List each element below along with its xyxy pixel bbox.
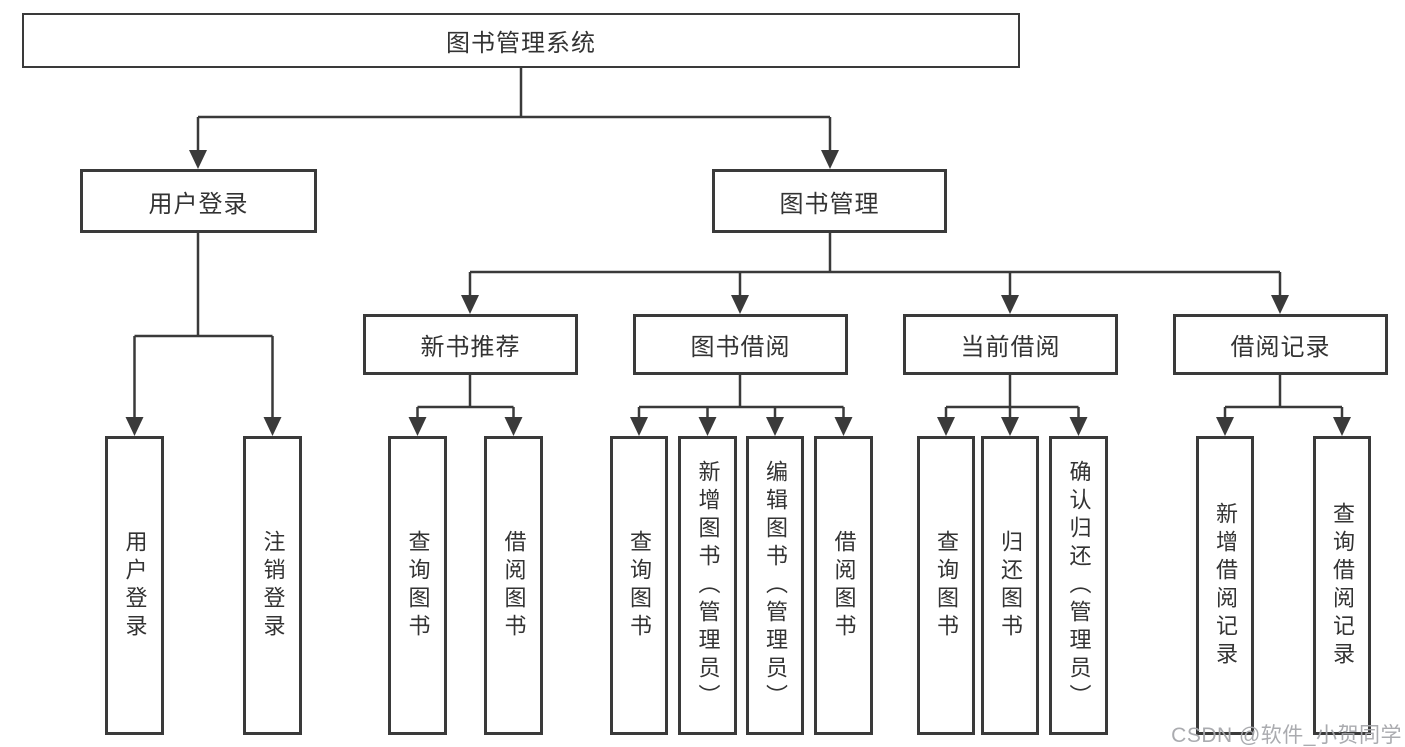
node-root-label: 图书管理系统	[446, 30, 596, 57]
leaf-logout: 注销登录	[243, 436, 302, 735]
leaf-add-book-admin: 新增图书（管理员）	[678, 436, 737, 735]
node-user-login-label: 用户登录	[148, 190, 249, 218]
leaf-edit-book-admin-label: 编辑图书（管理员）	[763, 459, 788, 712]
leaf-query-books-borrowing-label: 查询图书	[627, 529, 652, 642]
node-root: 图书管理系统	[22, 13, 1020, 68]
leaf-query-books-recommend-label: 查询图书	[405, 529, 431, 642]
leaf-logout-label: 注销登录	[260, 529, 286, 642]
leaf-borrow-books-recommend-label: 借阅图书	[501, 529, 527, 642]
leaf-user-login: 用户登录	[105, 436, 164, 735]
leaf-add-book-admin-label: 新增图书（管理员）	[695, 459, 721, 712]
leaf-confirm-return-admin-label: 确认归还（管理员）	[1066, 459, 1092, 712]
leaf-borrow-books-recommend: 借阅图书	[484, 436, 543, 735]
leaf-query-books-borrowing: 查询图书	[610, 436, 668, 735]
node-user-login: 用户登录	[80, 169, 317, 233]
node-new-book-recommend-label: 新书推荐	[420, 334, 521, 361]
leaf-return-book: 归还图书	[981, 436, 1039, 735]
leaf-user-login-label: 用户登录	[122, 529, 148, 642]
node-current-borrowing: 当前借阅	[903, 314, 1118, 375]
leaf-return-book-label: 归还图书	[998, 529, 1023, 642]
node-borrowing-records-label: 借阅记录	[1230, 334, 1331, 361]
leaf-confirm-return-admin: 确认归还（管理员）	[1049, 436, 1108, 735]
node-book-management-label: 图书管理	[779, 190, 880, 218]
node-current-borrowing-label: 当前借阅	[960, 334, 1061, 361]
node-book-borrowing: 图书借阅	[633, 314, 848, 375]
node-book-management: 图书管理	[712, 169, 947, 233]
leaf-add-borrow-record-label: 新增借阅记录	[1213, 501, 1238, 670]
watermark: CSDN @软件_小贺同学	[1171, 724, 1402, 747]
leaf-query-books-current-label: 查询图书	[934, 529, 959, 642]
node-borrowing-records: 借阅记录	[1173, 314, 1388, 375]
node-book-borrowing-label: 图书借阅	[690, 334, 791, 361]
leaf-query-borrow-record-label: 查询借阅记录	[1330, 501, 1355, 670]
leaf-query-books-recommend: 查询图书	[388, 436, 447, 735]
leaf-borrow-books-borrowing-label: 借阅图书	[831, 529, 857, 642]
node-new-book-recommend: 新书推荐	[363, 314, 578, 375]
leaf-borrow-books-borrowing: 借阅图书	[814, 436, 873, 735]
leaf-edit-book-admin: 编辑图书（管理员）	[746, 436, 804, 735]
leaf-add-borrow-record: 新增借阅记录	[1196, 436, 1254, 735]
leaf-query-borrow-record: 查询借阅记录	[1313, 436, 1371, 735]
leaf-query-books-current: 查询图书	[917, 436, 975, 735]
